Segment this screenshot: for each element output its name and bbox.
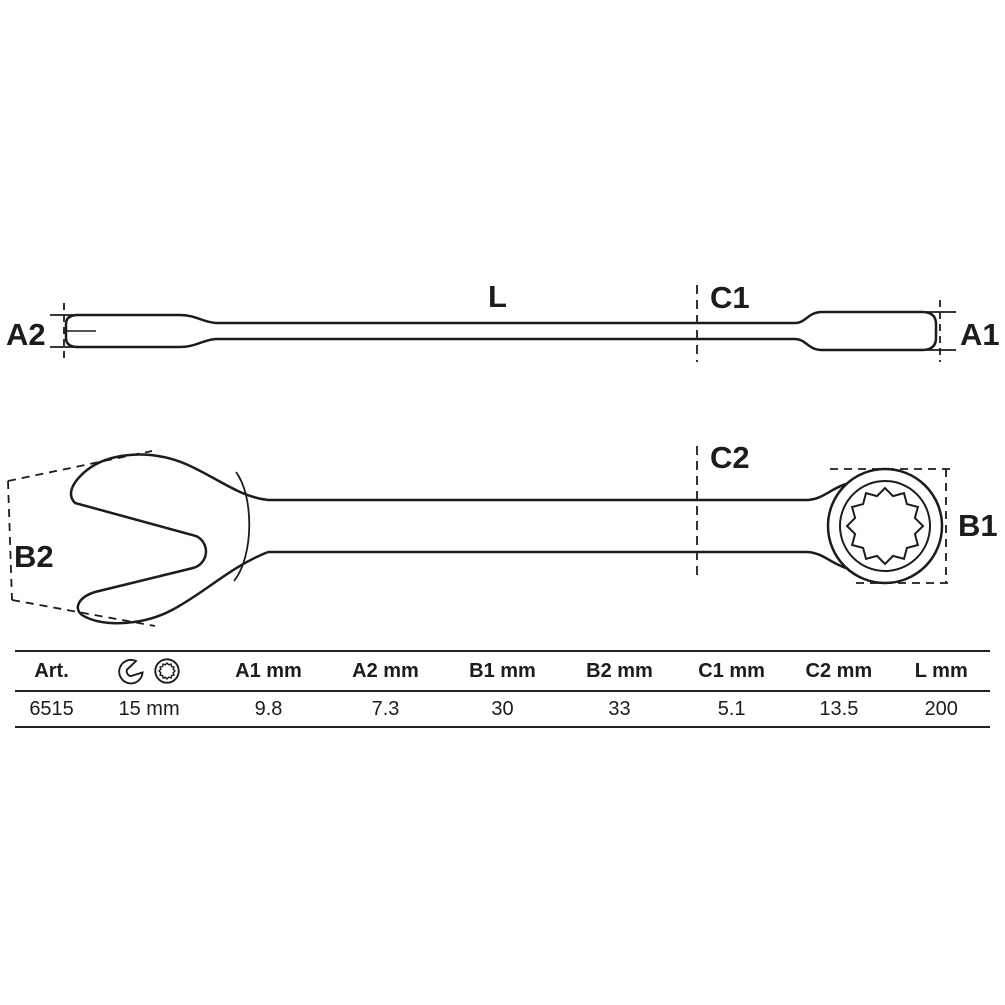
side-view-outline xyxy=(64,310,938,352)
dim-b2-left xyxy=(7,480,13,601)
value-a1: 9.8 xyxy=(210,691,327,728)
header-c1: C1 mm xyxy=(678,650,786,692)
dim-b2-upper xyxy=(7,450,153,482)
label-b2: B2 xyxy=(14,539,54,574)
label-b1: B1 xyxy=(958,508,998,543)
value-a2: 7.3 xyxy=(327,691,444,728)
spec-table: Art. A1 mm A2 mm B1 mm B2 mm xyxy=(15,650,990,728)
value-b1: 30 xyxy=(444,691,561,728)
drawing-canvas: A2 A1 C1 L C2 xyxy=(6,279,1000,627)
open-end-head-outline xyxy=(69,453,269,625)
value-b2: 33 xyxy=(561,691,678,728)
header-b1: B1 mm xyxy=(444,650,561,692)
header-a1: A1 mm xyxy=(210,650,327,692)
ring-outer-circle xyxy=(826,467,944,585)
header-art: Art. xyxy=(15,650,89,692)
header-a2: A2 mm xyxy=(327,650,444,692)
label-a2: A2 xyxy=(6,317,46,352)
ring-12-point-profile xyxy=(845,486,925,566)
header-l: L mm xyxy=(892,650,990,692)
spec-data-row: 6515 15 mm 9.8 7.3 30 33 5.1 13.5 200 xyxy=(15,691,990,728)
label-c2: C2 xyxy=(710,440,750,475)
value-c1: 5.1 xyxy=(678,691,786,728)
open-end-wrench-icon xyxy=(117,658,144,685)
open-end-shoulder-line xyxy=(233,471,251,582)
label-l: L xyxy=(488,279,507,314)
top-view-shaft xyxy=(268,482,847,570)
value-art: 6515 xyxy=(15,691,89,728)
header-b2: B2 mm xyxy=(561,650,678,692)
header-size-icons xyxy=(88,650,210,692)
value-size: 15 mm xyxy=(88,691,210,728)
dim-b2-lower xyxy=(11,599,156,627)
label-a1: A1 xyxy=(960,317,1000,352)
ring-12-point-icon xyxy=(153,658,180,684)
ring-inner-circle xyxy=(839,480,931,572)
value-l: 200 xyxy=(892,691,990,728)
header-c2: C2 mm xyxy=(785,650,893,692)
value-c2: 13.5 xyxy=(785,691,893,728)
wrench-top-view: C2 B1 B2 xyxy=(7,440,998,627)
label-c1: C1 xyxy=(710,280,750,315)
spec-header-row: Art. A1 mm A2 mm B1 mm B2 mm xyxy=(15,650,990,692)
wrench-side-view: A2 A1 C1 L xyxy=(6,279,1000,362)
